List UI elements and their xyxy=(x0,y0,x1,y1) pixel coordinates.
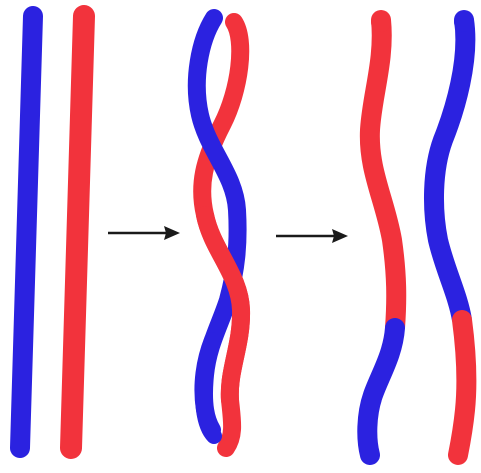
recombined-left-red-segment xyxy=(359,19,407,329)
right-arrow-icon xyxy=(108,226,180,240)
red-chromosome-straight xyxy=(60,5,95,459)
recombined-right-blue-segment xyxy=(424,18,476,322)
right-arrow-icon xyxy=(276,229,348,243)
recombined-left-blue-segment xyxy=(357,318,405,465)
red-chromosome-overlap xyxy=(196,206,251,409)
stage-crossing-over xyxy=(187,9,251,457)
blue-chromosome-straight xyxy=(10,6,43,458)
blue-chromosome-tail xyxy=(194,332,222,444)
recombined-right-red-segment xyxy=(448,310,477,465)
stage-after xyxy=(357,10,477,465)
stage-before xyxy=(10,5,95,459)
